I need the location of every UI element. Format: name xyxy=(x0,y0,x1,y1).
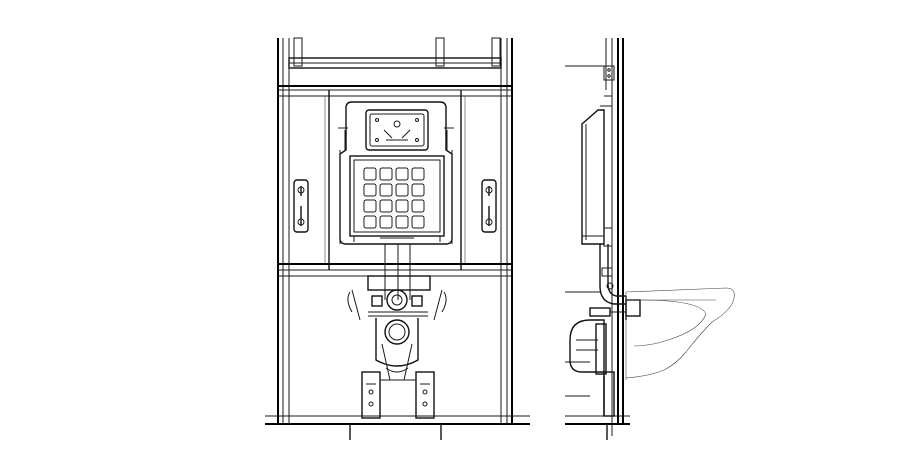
grid-button xyxy=(411,183,425,197)
flush-pipe-assembly xyxy=(347,244,447,381)
grid-button xyxy=(411,167,425,181)
side-reference-lines xyxy=(565,65,612,397)
middle-rail xyxy=(278,263,512,277)
wc-connector xyxy=(589,296,641,320)
grid-button xyxy=(363,183,377,197)
top-rail xyxy=(278,37,512,97)
grid-button xyxy=(363,215,377,229)
front-elevation-view xyxy=(265,37,530,440)
right-side-panel xyxy=(460,90,502,270)
grid-button xyxy=(379,167,393,181)
grid-button xyxy=(363,199,377,213)
left-side-panel xyxy=(288,90,330,270)
flush-pipe-side xyxy=(599,244,626,305)
drain-bend-side xyxy=(569,319,615,417)
toilet-bowl-outline xyxy=(625,287,735,380)
grid-button xyxy=(411,215,425,229)
flush-actuator-plate xyxy=(365,109,429,151)
grid-button xyxy=(363,167,377,181)
grid-button xyxy=(395,199,409,213)
side-section-view xyxy=(565,38,735,440)
grid-button xyxy=(395,183,409,197)
cistern xyxy=(338,101,454,245)
grid-button xyxy=(395,215,409,229)
grid-button xyxy=(395,167,409,181)
side-floor-line xyxy=(565,415,630,440)
wall-section xyxy=(603,38,624,424)
front-floor-line xyxy=(265,415,530,440)
button-grid xyxy=(363,167,425,229)
cistern-side xyxy=(581,95,613,247)
grid-button xyxy=(379,215,393,229)
button-grid-panel xyxy=(349,155,445,242)
grid-button xyxy=(379,199,393,213)
grid-button xyxy=(379,183,393,197)
support-feet xyxy=(361,371,435,419)
grid-button xyxy=(411,199,425,213)
